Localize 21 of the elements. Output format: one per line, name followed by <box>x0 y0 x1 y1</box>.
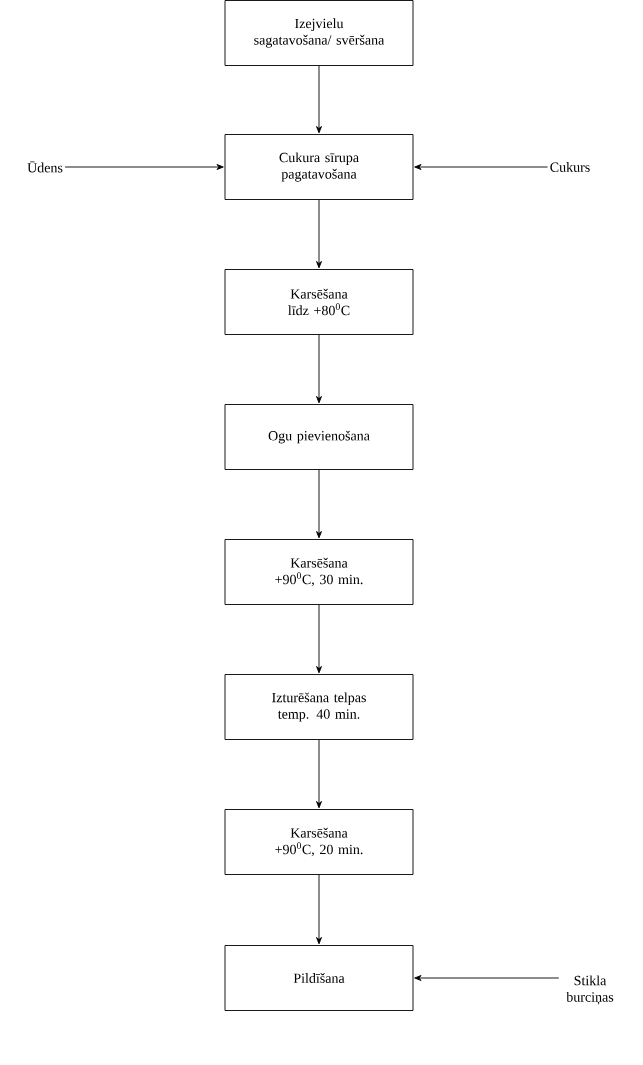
arrow <box>414 164 549 170</box>
arrow <box>414 975 560 981</box>
input-label: Ūdens <box>27 161 63 173</box>
arrow <box>64 164 224 170</box>
process-box: Izturēšana telpas temp. 40 min. <box>224 674 414 740</box>
arrow <box>316 334 322 404</box>
arrow <box>316 65 322 134</box>
process-box: Cukura sīrupa pagatavošana <box>224 134 414 200</box>
process-box: Karsēšana +90$^{0}$C, 20 min. <box>224 809 414 875</box>
process-box: Pildīšana <box>224 945 414 1011</box>
process-box: Karsēšana līdz +80$^{0}$C <box>224 269 414 335</box>
arrow <box>316 199 322 269</box>
process-box: Ogu pievienošana <box>224 404 414 470</box>
arrow <box>316 874 322 945</box>
process-box: Izejvielu sagatavošana/ svēršana <box>224 0 414 66</box>
process-box: Karsēšana +90$^{0}$C, 30 min. <box>224 539 414 605</box>
arrow <box>316 739 322 809</box>
input-label: Stikla burciņas <box>566 975 614 1005</box>
arrow <box>316 604 322 674</box>
arrow <box>316 469 322 539</box>
input-label: Cukurs <box>550 162 590 172</box>
